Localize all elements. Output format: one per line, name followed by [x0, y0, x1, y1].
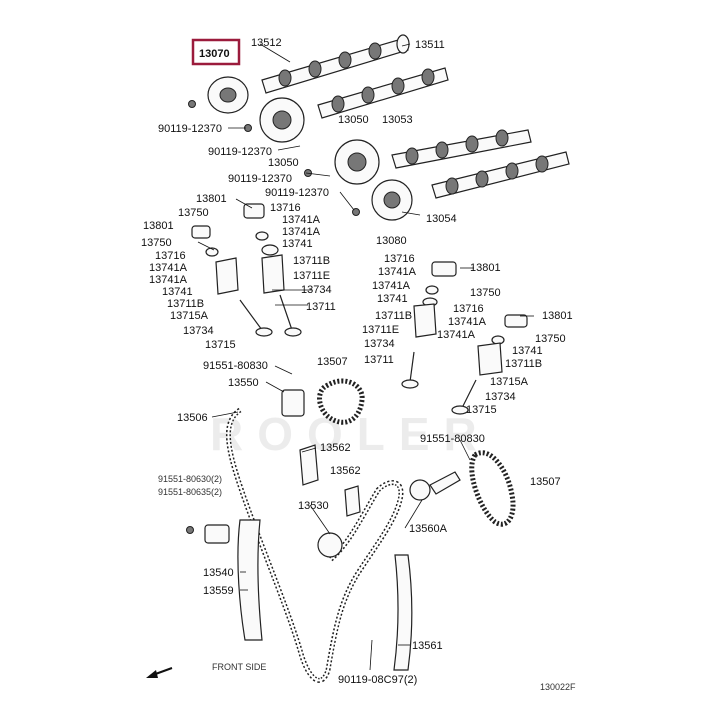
part-label: 13741A	[282, 226, 321, 238]
part-label: 13734	[301, 284, 332, 296]
camshaft-13054	[431, 151, 570, 199]
part-label: 13561	[412, 640, 443, 652]
watermark-text: ROOLER	[210, 408, 491, 460]
timing-chain-13507-a	[317, 378, 365, 425]
part-label: 13711	[364, 354, 394, 366]
diagram-code: 130022F	[540, 682, 576, 692]
part-label: 13711B	[505, 358, 542, 370]
camshaft-13512	[261, 34, 410, 94]
part-label: 13559	[203, 585, 234, 597]
part-label: 13741	[162, 286, 193, 298]
part-label: 13711	[306, 301, 336, 313]
part-label: 13750	[470, 287, 501, 299]
part-label: 13506	[177, 412, 208, 424]
chain-guide-13561	[393, 554, 413, 671]
camshaft-13053	[391, 129, 532, 169]
part-label: 90119-12370	[265, 187, 329, 199]
part-label: 13507	[317, 356, 348, 368]
part-label: 13801	[196, 193, 227, 205]
part-label: 13711E	[362, 324, 399, 336]
part-label: 13507	[530, 476, 561, 488]
part-label: 13741A	[378, 266, 417, 278]
part-label: 13750	[178, 207, 209, 219]
part-label: 13741	[512, 345, 543, 357]
part-label: 13562	[330, 465, 361, 477]
part-label: 13716	[453, 303, 484, 315]
part-label: 91551-80830	[420, 433, 485, 445]
timing-chain-13506	[225, 407, 404, 683]
guide-13550	[281, 389, 305, 417]
part-label: 13716	[270, 202, 301, 214]
part-label: 91551-80630(2)	[158, 474, 222, 484]
idler-13560A	[409, 471, 461, 501]
part-label: 13801	[470, 262, 501, 274]
part-label: 90119-08C97(2)	[338, 674, 417, 686]
part-label: 13715A	[170, 310, 209, 322]
part-label: 13530	[298, 500, 329, 512]
part-label: 13053	[382, 114, 413, 126]
gear-13070	[207, 76, 249, 114]
part-label: 91551-80830	[203, 360, 268, 372]
part-label: 13741A	[437, 329, 476, 341]
sprocket-13562	[299, 444, 361, 517]
part-label: 13540	[203, 567, 234, 579]
tensioner-13540	[186, 524, 230, 544]
part-label: 13715	[205, 339, 236, 351]
part-label: 13741	[282, 238, 313, 250]
front-side-label: FRONT SIDE	[212, 662, 266, 672]
part-label: 13511	[415, 39, 445, 51]
part-label: 13054	[426, 213, 457, 225]
part-label: 13741	[377, 293, 408, 305]
part-label: 13711B	[293, 255, 330, 267]
part-label: 13050	[338, 114, 369, 126]
part-label: 13715A	[490, 376, 529, 388]
part-label: 13711E	[293, 270, 330, 282]
leader-lines	[197, 43, 534, 671]
part-label: 13050	[268, 157, 299, 169]
gear-13054	[371, 179, 413, 221]
part-label: 13801	[143, 220, 174, 232]
part-label: 13711B	[375, 310, 412, 322]
timing-chain-13507-b	[469, 450, 516, 527]
part-label: 13080	[376, 235, 407, 247]
part-label: 13741A	[448, 316, 487, 328]
right-valve-stack	[401, 261, 528, 415]
part-label: 13716	[155, 250, 186, 262]
part-label: 13734	[364, 338, 395, 350]
chain-guide-13559	[237, 519, 263, 641]
highlight-box	[191, 38, 241, 66]
bolts	[188, 100, 360, 216]
part-labels: 13512 13511 90119-12370 90119-12370 1305…	[141, 37, 573, 686]
part-label: 13801	[542, 310, 573, 322]
part-label: 90119-12370	[158, 123, 222, 135]
part-label-13070: 13070	[199, 48, 230, 60]
part-label: 13741A	[149, 274, 188, 286]
part-label: 13550	[228, 377, 259, 389]
camshaft-13511	[317, 67, 449, 119]
front-side-indicator: FRONT SIDE	[146, 662, 266, 678]
gear-13050-a	[259, 97, 305, 143]
part-label: 13562	[320, 442, 351, 454]
part-label: 13716	[384, 253, 415, 265]
left-valve-stack	[191, 203, 302, 337]
sprocket-13530	[317, 532, 343, 558]
part-label: 90119-12370	[228, 173, 292, 185]
part-label: 13512	[251, 37, 282, 49]
gear-13050-b	[334, 139, 380, 185]
part-label: 13741A	[282, 214, 321, 226]
part-label: 13750	[141, 237, 172, 249]
part-label: 13741A	[149, 262, 188, 274]
part-label: 13711B	[167, 298, 204, 310]
part-label: 91551-80635(2)	[158, 487, 222, 497]
part-label: 13715	[466, 404, 497, 416]
part-label: 13734	[183, 325, 214, 337]
part-label: 13741A	[372, 280, 411, 292]
part-label: 13750	[535, 333, 566, 345]
part-label: 13734	[485, 391, 516, 403]
part-label: 13560A	[409, 523, 448, 535]
part-label: 90119-12370	[208, 146, 272, 158]
